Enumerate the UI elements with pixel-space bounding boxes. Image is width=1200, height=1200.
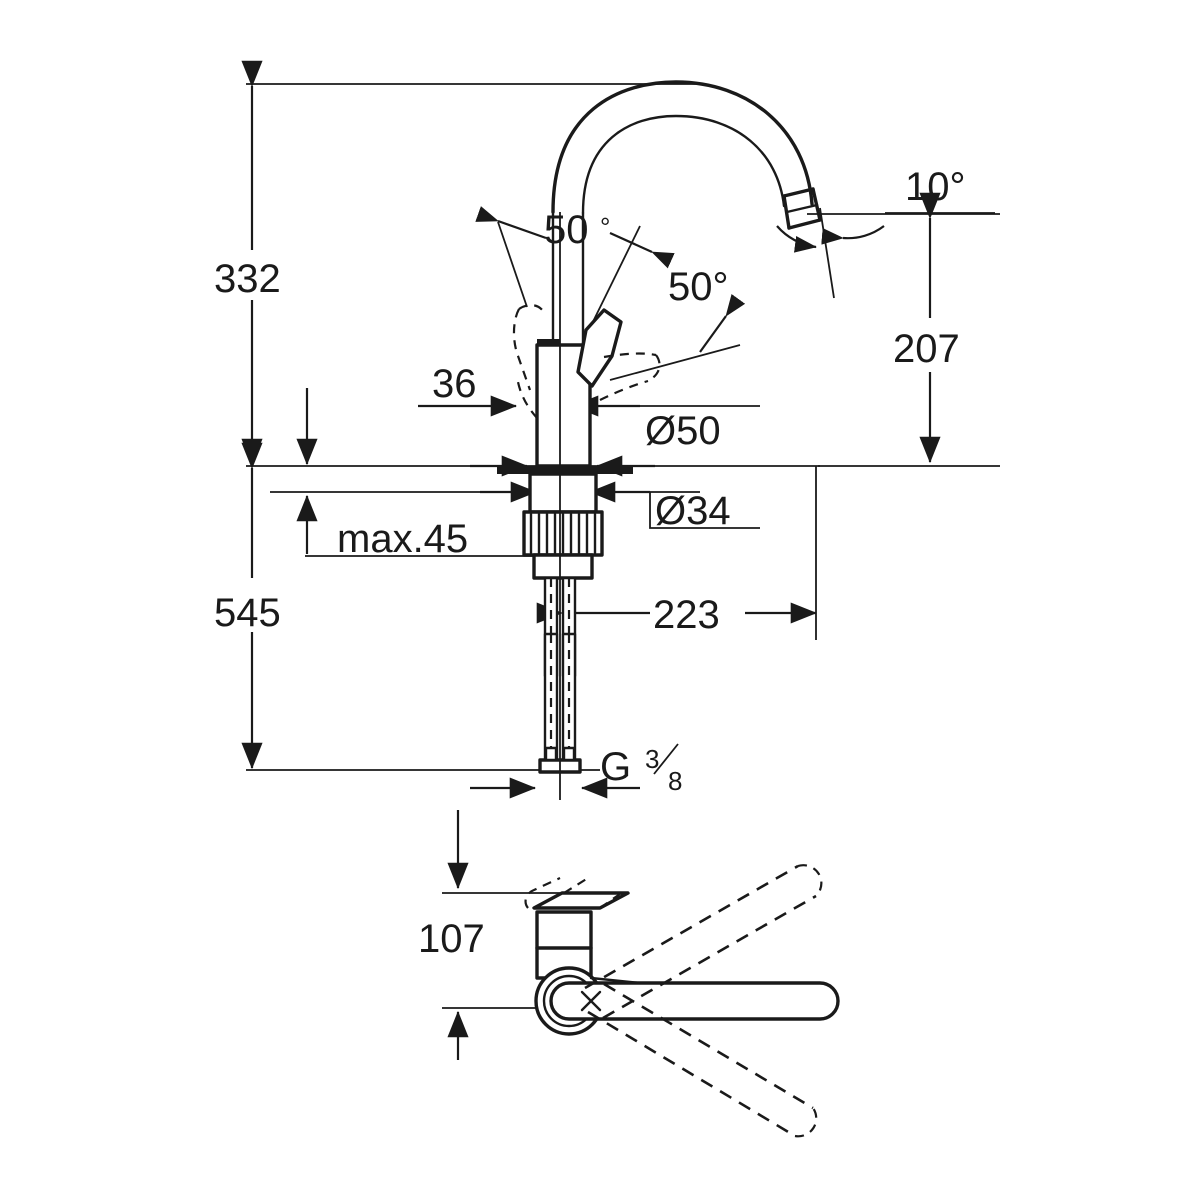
lever-handle-dashed-right-top: [603, 352, 657, 359]
angle-10deg: 10°: [776, 165, 995, 299]
handle-plan-geometry: [524, 864, 840, 1138]
dim-36-label: 36: [432, 362, 477, 406]
aerator-band-mid: [785, 203, 819, 214]
dim-223-label: 223: [653, 593, 720, 637]
dimension-max45: max.45: [296, 494, 468, 561]
dim-max45-label: max.45: [337, 517, 468, 561]
lever-dashed-upper-edge-a: [584, 864, 799, 990]
dimension-207: 207: [893, 192, 960, 464]
mounting-nut: [522, 510, 604, 557]
aerator-band-bottom: [787, 218, 822, 230]
angle-50deg-right-arrow: [699, 293, 746, 353]
hose-lower: [543, 632, 577, 762]
dimension-545: 545: [214, 442, 281, 770]
extension-lines: [246, 83, 1000, 771]
spout-inner-arc: [581, 114, 786, 215]
dimension-d34: Ø34: [480, 481, 760, 533]
lever-handle-solid: [576, 308, 623, 388]
plan-handle-view: 107: [418, 810, 840, 1138]
spout-outer-arc: [551, 80, 814, 214]
lever-dashed-upper-edge-b: [602, 894, 817, 1020]
lower-collar: [532, 553, 594, 580]
angle-10deg-tilt-line: [819, 207, 835, 299]
handle-plan-cap: [532, 891, 630, 910]
dim-207-label: 207: [893, 327, 960, 371]
aerator-edge-right: [811, 187, 822, 222]
handle-plan-connector: [589, 976, 642, 985]
hose-nut-left: [544, 746, 558, 762]
angle-50deg-right: 50°: [609, 265, 746, 381]
body-top-tab: [537, 339, 560, 345]
lever-handle-dashed-right-bot: [599, 379, 649, 401]
lever-dashed-lower-cap: [794, 1107, 818, 1138]
dim-g38-label: G: [600, 745, 631, 789]
lever-arm-dashed-lower: [587, 982, 818, 1138]
pivot-cross-2: [580, 990, 602, 1012]
dim-107-label: 107: [418, 917, 485, 961]
angle-50deg-left-arrow: [475, 206, 547, 240]
dim-d34-label: Ø34: [655, 489, 731, 533]
dimension-332: 332: [214, 60, 281, 466]
angle-10deg-arc-left: [776, 225, 817, 253]
handle-plan-cap-dashed-right: [563, 877, 621, 909]
aerator-band-top: [782, 187, 815, 198]
front-elevation-view: 332 545 max.45 36: [214, 60, 1000, 800]
angle-10deg-label: 10°: [905, 165, 966, 209]
lever-dashed-lower-edge-b: [603, 982, 814, 1110]
angle-50deg-right-label: 50°: [668, 265, 729, 309]
angle-50deg-left-unit: °: [600, 212, 610, 242]
lever-handle-dashed-left-bot: [516, 381, 538, 419]
dimension-36: 36: [418, 362, 518, 417]
shank-body: [528, 472, 598, 514]
angle-10deg-arc-right: [821, 225, 885, 245]
dimension-g38: G 3 8: [470, 743, 682, 799]
dimension-d50: Ø50: [571, 395, 760, 453]
lever-handle-dashed-right-cap: [647, 354, 661, 382]
lever-handle-dashed-left: [512, 308, 532, 391]
dim-g38-numerator: 3: [645, 744, 659, 774]
dim-d50-label: Ø50: [645, 409, 721, 453]
angle-50deg-right-leader: [609, 344, 741, 381]
hose-nut-right: [562, 746, 576, 762]
dim-332-label: 332: [214, 257, 281, 301]
lever-dashed-lower-edge-a: [587, 1010, 796, 1138]
lever-dashed-upper-cap: [797, 864, 823, 897]
angle-50deg-left-leader: [497, 221, 528, 308]
dimension-223: 223: [536, 466, 818, 640]
aerator-edge-left: [782, 194, 791, 230]
faucet-front-geometry: [497, 80, 822, 800]
lever-handle-dashed-left-top: [518, 304, 544, 312]
angle-50deg-left-label: 50: [544, 208, 589, 252]
escutcheon-plate: [497, 466, 633, 474]
dim-545-label: 545: [214, 591, 281, 635]
handle-plan-cap-dashed-left: [524, 877, 561, 909]
dim-g38-fraction-bar: [653, 743, 679, 775]
dim-g38-denominator: 8: [668, 766, 682, 796]
angle-50deg-left: 50 °: [475, 206, 675, 341]
dim-d34-leader: [649, 492, 760, 529]
lever-arm-dashed-upper: [584, 864, 823, 1020]
lever-arm-center: [549, 981, 840, 1021]
